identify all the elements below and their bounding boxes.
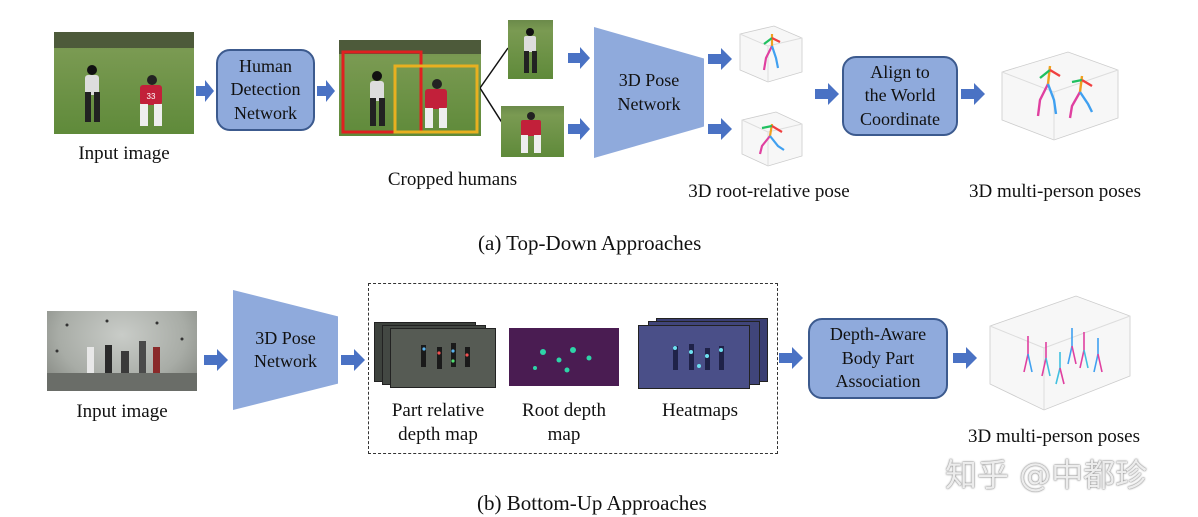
bottom-caption: (b) Bottom-Up Approaches [477,491,707,515]
arrow-icon [204,349,228,371]
top-input-label: Input image [78,143,170,164]
bottom-pose-line-2: Network [254,351,317,371]
top-multi-person-label: 3D multi-person poses [968,181,1142,202]
detector-line-1: Human [238,55,292,76]
arrow-icon [317,80,335,102]
part-label-line-2: depth map [398,423,478,445]
align-line-1: Align to [870,61,930,82]
heatmaps [638,318,768,389]
output-maps-group [368,283,778,454]
arrow-icon [196,80,214,102]
root-label-line-1: Root depth [522,400,606,421]
assoc-line-1: Depth-Aware [829,324,927,345]
align-line-3: Coordinate [860,108,940,129]
detection-result-image [339,40,481,136]
svg-text:33: 33 [147,92,156,101]
detector-line-2: Detection [230,79,301,100]
root-relative-pose-plot-1 [739,25,803,83]
assoc-line-2: Body Part [841,347,915,368]
bottom-pose-line-1: 3D Pose [255,327,316,348]
top-multi-person-pose-plot [1001,51,1119,141]
top-pose-line-2: Network [617,93,681,114]
players-illustration: 33 [54,32,194,126]
arrow-icon [568,118,590,140]
cropped-human-1 [508,20,553,79]
cropped-humans-label: Cropped humans [387,169,518,190]
root-label-line-2: map [547,423,581,445]
part-label-line-1: Part relative [391,400,485,421]
arrow-icon [568,47,590,69]
detector-line-3: Network [234,102,297,123]
root-relative-pose-label: 3D root-relative pose [688,181,850,202]
arrow-icon [953,347,977,369]
assoc-line-3: Association [835,371,921,392]
arrow-icon [708,48,732,70]
arrow-icon [708,118,732,140]
arrow-icon [341,349,365,371]
top-caption: (a) Top-Down Approaches [478,231,702,255]
arrow-icon [815,83,839,105]
bottom-multi-person-label: 3D multi-person poses [967,426,1141,447]
arrow-icon [779,347,803,369]
root-depth-map [509,328,619,386]
arrow-icon [961,83,985,105]
input-image-football: 33 [54,32,194,134]
root-relative-pose-plot-2 [741,111,803,167]
watermark: 知乎 @中都珍 [945,456,1148,494]
input-image-dome [47,311,197,391]
align-line-2: the World [864,85,936,106]
bottom-input-label: Input image [76,401,168,422]
heatmaps-label: Heatmaps [662,400,738,421]
part-relative-depth-map [374,322,496,388]
cropped-human-2 [501,106,564,157]
top-pose-line-1: 3D Pose [618,70,680,91]
bottom-multi-person-pose-plot [989,295,1131,411]
